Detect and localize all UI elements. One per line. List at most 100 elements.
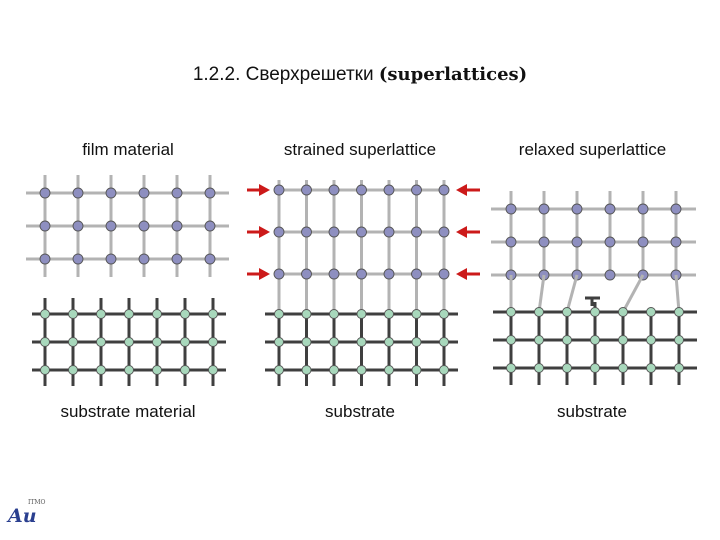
film-atom bbox=[383, 268, 395, 280]
substrate-atom bbox=[439, 337, 449, 347]
film-atom bbox=[505, 203, 517, 215]
substrate-atom bbox=[646, 363, 656, 373]
film-atom bbox=[328, 184, 340, 196]
film-atom bbox=[637, 236, 649, 248]
substrate-atom bbox=[384, 309, 394, 319]
film-atom bbox=[301, 184, 312, 196]
film-atom bbox=[39, 253, 51, 265]
logo: Au ITMO bbox=[8, 499, 45, 527]
strained-superlattice-layer bbox=[273, 180, 450, 314]
film-atom bbox=[204, 253, 216, 265]
film-atom bbox=[39, 187, 51, 199]
film-atom bbox=[383, 226, 395, 238]
film-atom bbox=[670, 236, 682, 248]
film-atom bbox=[273, 226, 285, 238]
page-title: 1.2.2. Сверхрешетки (superlattices) bbox=[0, 64, 720, 86]
film-atom bbox=[105, 253, 117, 265]
substrate-atom bbox=[68, 365, 78, 375]
substrate-atom bbox=[329, 365, 339, 375]
substrate-atom bbox=[180, 365, 190, 375]
film-atom bbox=[356, 226, 367, 238]
substrate-atom bbox=[301, 365, 312, 375]
substrate-atom bbox=[274, 337, 284, 347]
substrate-atom bbox=[301, 337, 312, 347]
strained-superlattice-label: strained superlattice bbox=[283, 140, 437, 159]
substrate-atom bbox=[646, 335, 656, 345]
substrate-atom bbox=[124, 337, 134, 347]
substrate-atom bbox=[674, 335, 684, 345]
interface-bond bbox=[565, 274, 579, 313]
substrate-atom bbox=[618, 363, 628, 373]
relaxed-substrate-lattice bbox=[493, 307, 697, 385]
film-atom bbox=[356, 184, 367, 196]
film-atom bbox=[604, 236, 616, 248]
substrate-atom bbox=[68, 309, 78, 319]
substrate-atom bbox=[356, 365, 367, 375]
relaxed-superlattice-layer bbox=[491, 191, 696, 281]
substrate-atom bbox=[329, 309, 339, 319]
substrate-atom bbox=[384, 337, 394, 347]
film-atom bbox=[438, 184, 450, 196]
film-atom bbox=[39, 220, 51, 232]
arrow-left-icon bbox=[456, 184, 467, 196]
film-atom bbox=[571, 203, 583, 215]
logo-superscript: ITMO bbox=[28, 499, 46, 506]
substrate-atom bbox=[40, 309, 50, 319]
interface-bond bbox=[537, 274, 546, 313]
film-atom bbox=[411, 184, 422, 196]
substrate-atom bbox=[152, 337, 162, 347]
substrate-atom bbox=[646, 307, 656, 317]
substrate-atom bbox=[152, 309, 162, 319]
substrate-atom bbox=[180, 337, 190, 347]
substrate-atom bbox=[68, 337, 78, 347]
substrate-atom bbox=[384, 365, 394, 375]
film-atom bbox=[328, 268, 340, 280]
film-atom bbox=[301, 268, 312, 280]
substrate-atom bbox=[40, 337, 50, 347]
substrate-material-label: substrate material bbox=[60, 402, 196, 421]
substrate-atom bbox=[590, 363, 600, 373]
substrate-atom bbox=[274, 309, 284, 319]
strained-substrate-label: substrate bbox=[325, 402, 395, 421]
film-atom bbox=[171, 253, 183, 265]
film-atom bbox=[328, 226, 340, 238]
film-material-label: film material bbox=[82, 140, 174, 159]
logo-text: Au bbox=[8, 505, 37, 527]
film-atom bbox=[72, 187, 84, 199]
substrate-atom bbox=[506, 307, 516, 317]
film-atom bbox=[105, 187, 117, 199]
substrate-material-lattice bbox=[32, 298, 226, 386]
interface-bonds bbox=[509, 274, 681, 313]
substrate-atom bbox=[534, 335, 544, 345]
substrate-atom bbox=[674, 363, 684, 373]
substrate-atom bbox=[562, 335, 572, 345]
arrow-left-icon bbox=[456, 268, 467, 280]
film-atom bbox=[72, 253, 84, 265]
film-atom bbox=[637, 203, 649, 215]
strained-substrate-lattice bbox=[265, 309, 458, 386]
film-atom bbox=[138, 220, 150, 232]
substrate-atom bbox=[208, 337, 218, 347]
film-atom bbox=[171, 187, 183, 199]
substrate-atom bbox=[301, 309, 312, 319]
film-atom bbox=[505, 236, 517, 248]
substrate-atom bbox=[439, 365, 449, 375]
film-atom bbox=[670, 203, 682, 215]
film-atom bbox=[411, 268, 422, 280]
film-atom bbox=[411, 226, 422, 238]
film-atom bbox=[204, 220, 216, 232]
relaxed-substrate-label: substrate bbox=[557, 402, 627, 421]
substrate-atom bbox=[180, 309, 190, 319]
substrate-atom bbox=[590, 335, 600, 345]
substrate-atom bbox=[534, 363, 544, 373]
substrate-atom bbox=[208, 309, 218, 319]
substrate-atom bbox=[411, 365, 422, 375]
substrate-atom bbox=[506, 335, 516, 345]
interface-bond bbox=[621, 274, 645, 313]
substrate-atom bbox=[124, 309, 134, 319]
arrow-right-icon bbox=[259, 184, 270, 196]
film-atom bbox=[301, 226, 312, 238]
title-number: 1.2.2. bbox=[192, 64, 241, 85]
film-atom bbox=[604, 269, 616, 281]
